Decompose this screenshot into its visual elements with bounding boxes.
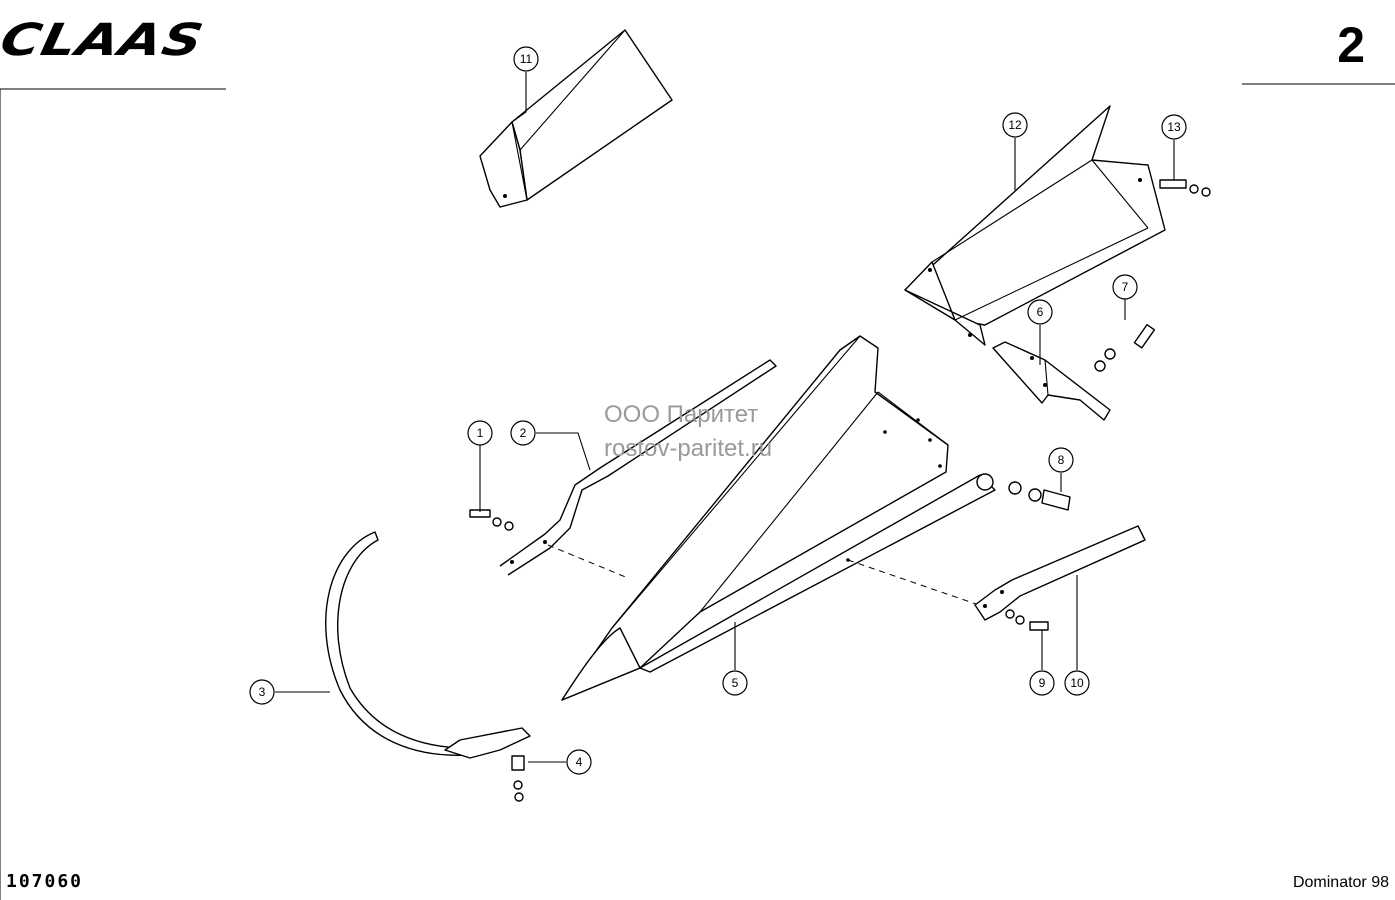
callout-2: 2 — [510, 420, 536, 446]
assembly-line-left — [547, 544, 629, 579]
svg-text:8: 8 — [1058, 453, 1065, 467]
callout-4: 4 — [566, 749, 592, 775]
callout-7: 7 — [1112, 274, 1138, 300]
callout-13: 13 — [1161, 114, 1187, 140]
document-code: 107060 — [6, 871, 84, 892]
page-number: 2 — [1337, 17, 1365, 73]
svg-text:3: 3 — [259, 685, 266, 699]
svg-text:1: 1 — [477, 426, 484, 440]
svg-text:11: 11 — [520, 52, 533, 66]
watermark-company: ООО Паритет — [604, 401, 759, 428]
part-4-clamp — [444, 727, 531, 802]
svg-text:13: 13 — [1167, 120, 1181, 134]
svg-text:9: 9 — [1039, 676, 1046, 690]
assembly-line-right — [847, 559, 977, 605]
watermark: ООО Паритет rostov-paritet.ru — [604, 398, 772, 466]
part-6-bracket — [992, 341, 1111, 421]
part-10-lower-rod — [974, 525, 1146, 621]
callout-3: 3 — [249, 679, 275, 705]
svg-text:7: 7 — [1122, 280, 1129, 294]
callout-11: 11 — [513, 46, 539, 72]
svg-text:5: 5 — [732, 676, 739, 690]
watermark-url: rostov-paritet.ru — [604, 435, 773, 462]
svg-text:6: 6 — [1037, 305, 1044, 319]
callout-6: 6 — [1027, 299, 1053, 325]
part-12-right-hood — [904, 105, 1166, 346]
callout-1: 1 — [467, 420, 493, 446]
callout-10: 10 — [1064, 670, 1090, 696]
part-8-bolt — [1008, 481, 1071, 511]
leader-lines — [275, 72, 1175, 763]
callout-9: 9 — [1029, 670, 1055, 696]
part-5-divider-body — [561, 335, 996, 701]
part-11-upper-hood — [479, 29, 673, 208]
part-9-bolt — [1005, 609, 1049, 631]
svg-text:10: 10 — [1070, 676, 1084, 690]
part-2-rod — [499, 359, 777, 576]
callout-12: 12 — [1002, 112, 1028, 138]
svg-text:4: 4 — [576, 755, 583, 769]
part-1-bolt — [469, 509, 514, 531]
part-3-curved-rod — [325, 531, 471, 757]
callout-8: 8 — [1048, 447, 1074, 473]
model-name: Dominator 98 — [1292, 874, 1389, 891]
part-13-bolt — [1159, 179, 1211, 197]
part-7-bolt — [1094, 323, 1156, 372]
svg-text:2: 2 — [520, 426, 527, 440]
svg-text:12: 12 — [1008, 118, 1022, 132]
callout-5: 5 — [722, 670, 748, 696]
